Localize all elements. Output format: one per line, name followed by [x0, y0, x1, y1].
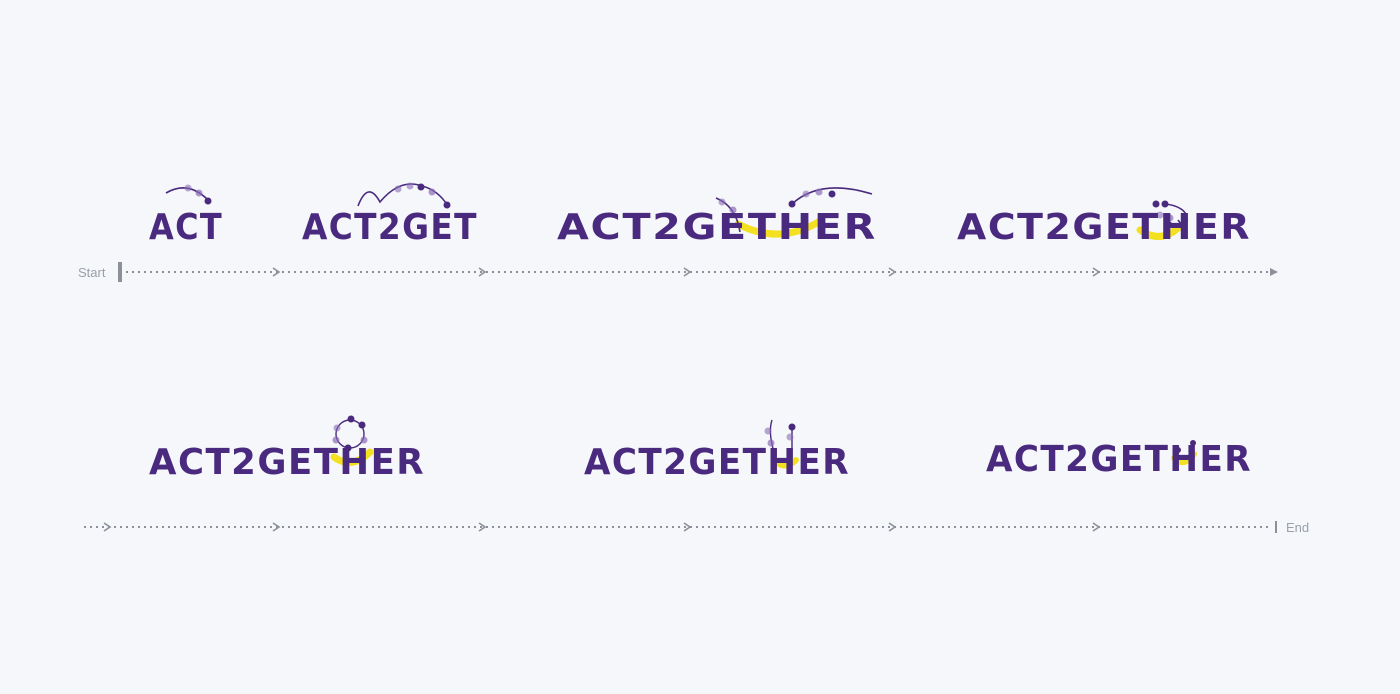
timeline-arrow-marker	[478, 267, 487, 277]
motion-arc	[357, 183, 449, 207]
frame-1-motion	[165, 184, 212, 205]
timeline-row-2	[84, 521, 1277, 533]
smile-stroke	[773, 457, 799, 469]
frame-2-logo: ACT2GET	[302, 207, 478, 248]
moving-dot	[347, 415, 355, 423]
frame-4-motion	[1136, 200, 1188, 240]
ghost-dot	[184, 184, 192, 192]
smile-stroke	[1171, 451, 1197, 466]
ghost-dot	[767, 439, 775, 447]
moving-dot	[1152, 200, 1160, 208]
frame-5-motion	[330, 415, 374, 466]
timeline-arrow-marker	[888, 267, 897, 277]
timeline-arrow-marker	[272, 522, 281, 532]
moving-dot	[358, 421, 366, 429]
timeline-arrow-marker	[1092, 522, 1101, 532]
timeline-arrow-marker	[1092, 267, 1101, 277]
timeline-arrow-marker	[103, 522, 112, 532]
ghost-dot	[394, 185, 402, 193]
moving-dot	[1165, 221, 1173, 229]
frame-6-motion	[764, 419, 799, 469]
timeline-arrow-marker	[478, 522, 487, 532]
frame-7-motion	[1171, 440, 1197, 466]
ghost-dot	[1166, 214, 1174, 222]
motion-arc	[769, 419, 775, 453]
timeline-row-1	[118, 262, 1278, 282]
motion-arc	[1165, 203, 1188, 227]
timeline-start-marker	[118, 262, 122, 282]
ghost-dot	[406, 182, 414, 190]
timeline-arrow-marker	[683, 522, 692, 532]
moving-dot	[788, 423, 796, 431]
motion-arc	[1177, 219, 1187, 227]
eye-dot	[1190, 440, 1196, 446]
moving-dot	[417, 183, 425, 191]
ghost-dot	[802, 190, 810, 198]
smile-stroke	[1136, 224, 1182, 240]
frame-2-motion	[357, 182, 451, 209]
timeline-end-marker	[1275, 521, 1277, 533]
moving-dot	[443, 201, 451, 209]
frame-3-motion	[715, 187, 873, 238]
smile-stroke	[330, 448, 374, 466]
ghost-dot	[332, 436, 340, 444]
timeline-end-label: End	[1286, 520, 1310, 535]
frame-1-logo: ACT	[149, 207, 224, 248]
timeline-arrow-marker	[683, 267, 692, 277]
ghost-dot	[195, 189, 203, 197]
ghost-dot	[360, 436, 368, 444]
ghost-dot	[1156, 211, 1164, 219]
ghost-dot	[729, 206, 737, 214]
smile-stroke	[734, 216, 826, 238]
motion-arc	[791, 187, 873, 205]
moving-dot	[204, 197, 212, 205]
ghost-dot	[764, 427, 772, 435]
ghost-dot	[718, 198, 726, 206]
frame-5-logo: ACT2GETHER	[149, 442, 426, 483]
timeline-arrow-marker	[888, 522, 897, 532]
frame-7-logo: ACT2GETHER	[986, 439, 1253, 480]
timeline-start-label: Start	[78, 265, 106, 280]
eye-dot	[1175, 447, 1181, 453]
moving-dot	[828, 190, 836, 198]
frame-3-logo: ACT2GETHER	[557, 207, 878, 248]
timeline-arrow-marker	[272, 267, 281, 277]
moving-dot	[344, 444, 352, 452]
moving-dot	[788, 200, 796, 208]
ghost-dot	[333, 424, 341, 432]
moving-dot	[1161, 200, 1169, 208]
ghost-dot	[815, 188, 823, 196]
timeline-end-arrowhead	[1270, 268, 1278, 276]
frame-4-logo: ACT2GETHER	[957, 207, 1252, 248]
frame-6-logo: ACT2GETHER	[584, 442, 851, 483]
ghost-dot	[428, 188, 436, 196]
ghost-dot	[786, 433, 794, 441]
